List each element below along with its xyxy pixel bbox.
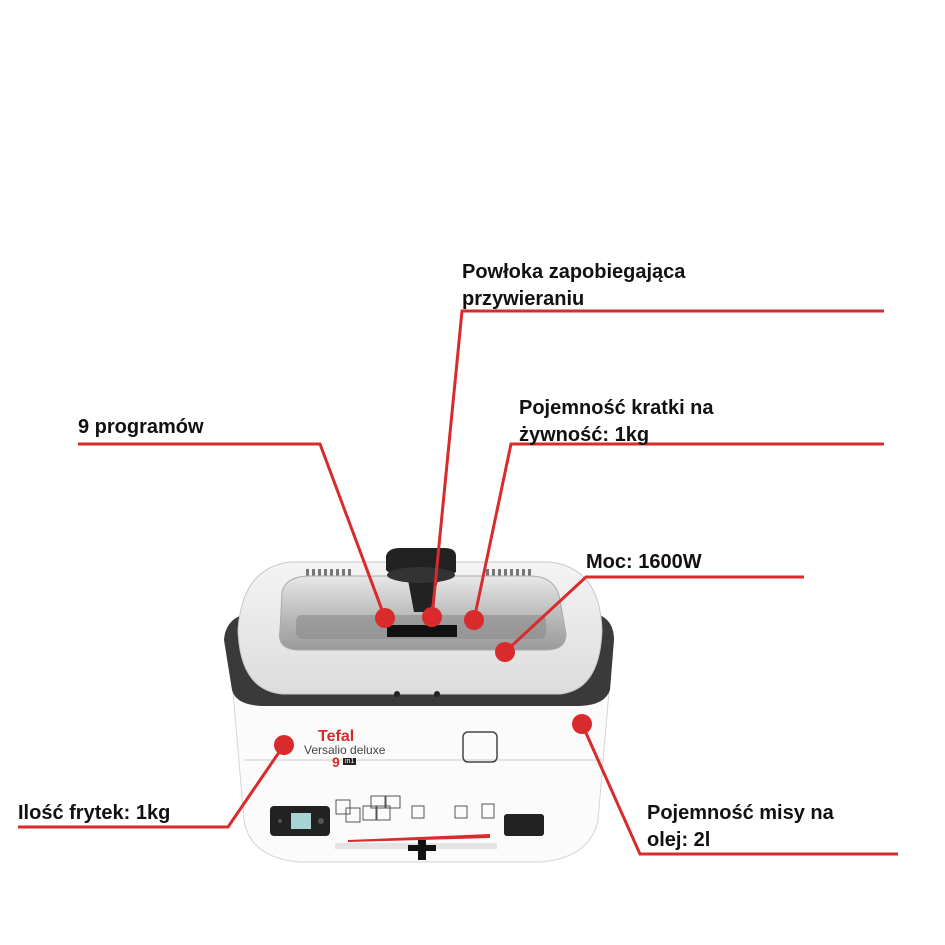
dot-fries bbox=[274, 735, 294, 755]
callout-lines bbox=[18, 309, 898, 856]
leader-grid bbox=[472, 442, 884, 621]
dot-coating bbox=[422, 607, 442, 627]
dot-grid bbox=[464, 610, 484, 630]
dot-programs bbox=[375, 608, 395, 628]
power-switch bbox=[504, 814, 544, 836]
leader-fries bbox=[18, 744, 286, 829]
badge-text: in1 bbox=[343, 758, 357, 765]
leader-coating bbox=[430, 309, 884, 618]
callout-fries: Ilość frytek: 1kg bbox=[18, 802, 171, 824]
leader-power bbox=[503, 575, 804, 654]
dot-oil bbox=[572, 714, 592, 734]
callout-power: Moc: 1600W bbox=[586, 551, 702, 573]
leader-oil bbox=[580, 723, 898, 856]
program-icons bbox=[335, 795, 495, 823]
dot-power bbox=[495, 642, 515, 662]
brand-logo: Tefal bbox=[318, 728, 355, 745]
model-name: Versalio deluxe bbox=[304, 743, 386, 757]
callout-programs: 9 programów bbox=[78, 416, 204, 438]
leader-programs bbox=[78, 442, 387, 619]
badge-number: 9 bbox=[332, 754, 340, 770]
callout-dots bbox=[274, 607, 592, 755]
lid-vents bbox=[306, 569, 531, 577]
